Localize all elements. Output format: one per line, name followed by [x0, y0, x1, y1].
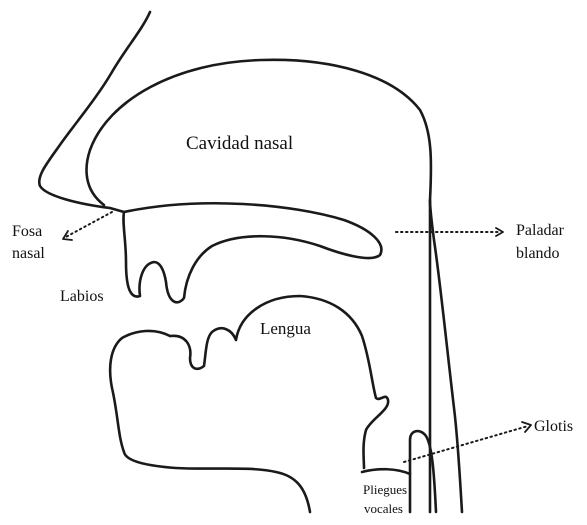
palate-outline [123, 203, 381, 302]
nasal-cavity-outline [87, 60, 431, 512]
label-nostril-line1: Fosa [12, 223, 42, 240]
nostril-pointer [64, 212, 112, 238]
vocal-folds-line [362, 469, 410, 474]
pharynx-wall [430, 200, 462, 512]
label-vocal-folds-line1: Pliegues [363, 482, 407, 497]
label-soft-palate-line2: blando [516, 245, 560, 262]
nose-profile [39, 12, 150, 212]
larynx-outline [410, 431, 436, 512]
label-soft-palate-line1: Paladar [516, 222, 565, 239]
tongue-jaw-outline [110, 331, 310, 512]
label-nostril-line2: nasal [12, 245, 45, 262]
label-vocal-folds-line2: vocales [364, 501, 403, 516]
label-tongue: Lengua [260, 319, 311, 338]
label-lips: Labios [60, 288, 104, 305]
label-glottis: Glotis [534, 418, 573, 435]
label-nasal-cavity: Cavidad nasal [186, 133, 293, 154]
